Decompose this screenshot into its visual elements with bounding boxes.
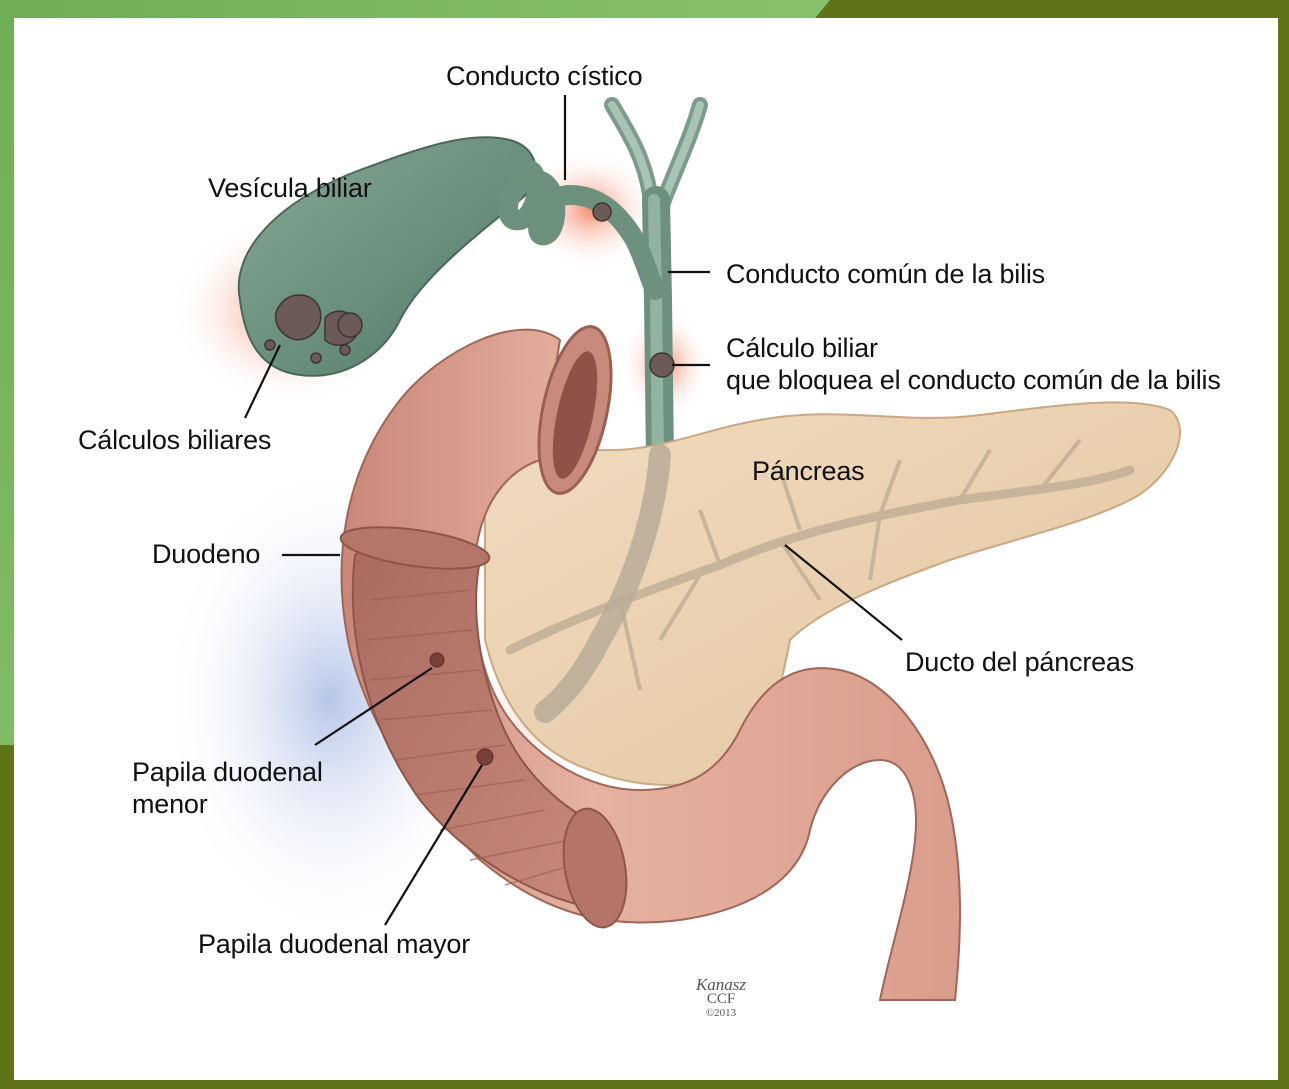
label-duodeno: Duodeno: [152, 538, 260, 570]
label-conducto-comun: Conducto común de la bilis: [726, 258, 1045, 290]
label-papila-menor-line1: Papila duodenal: [132, 756, 323, 788]
label-calculo-biliar-line1: Cálculo biliar: [726, 332, 878, 364]
signature-year: ©2013: [676, 1006, 766, 1020]
major-papilla: [477, 749, 493, 765]
label-papila-mayor: Papila duodenal mayor: [198, 928, 470, 960]
label-papila-menor-line2: menor: [132, 788, 208, 820]
label-calculos-biliares: Cálculos biliares: [78, 424, 271, 456]
label-conducto-cistico: Conducto cístico: [446, 60, 642, 92]
signature-org: CCF: [676, 992, 766, 1006]
label-ducto-pancreas: Ducto del páncreas: [905, 646, 1134, 678]
label-calculo-biliar-line2: que bloquea el conducto común de la bili…: [726, 364, 1221, 396]
minor-papilla: [430, 653, 444, 667]
artist-signature: Kanasz CCF ©2013: [676, 978, 766, 1020]
signature-artist: Kanasz: [676, 978, 766, 992]
label-vesicula-biliar: Vesícula biliar: [208, 172, 372, 204]
label-pancreas: Páncreas: [752, 455, 864, 487]
